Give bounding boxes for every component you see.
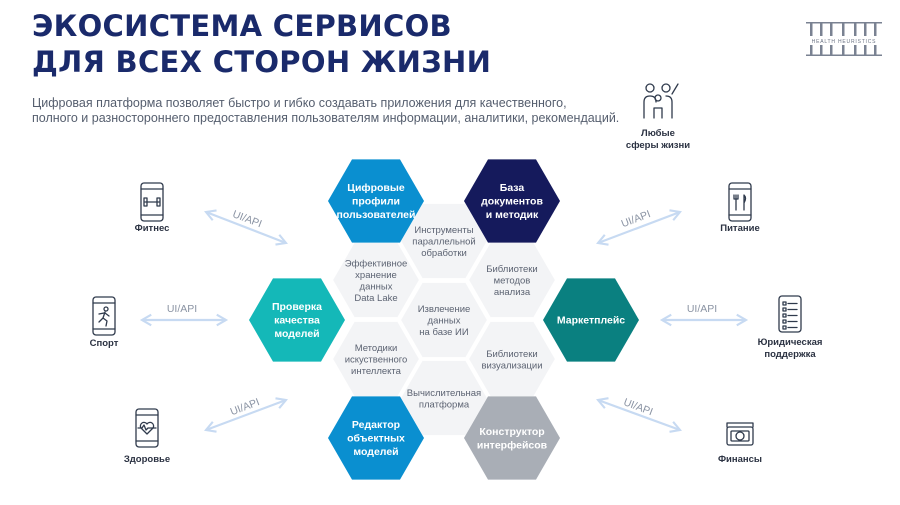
connector-food: UI/API: [596, 208, 682, 246]
health-heuristics-logo: HEALTH HEURISTICS: [806, 22, 882, 62]
sphere-sport[interactable]: Спорт: [90, 296, 119, 349]
logo-text: HEALTH HEURISTICS: [811, 39, 877, 45]
connector-fitness: UI/API: [204, 208, 288, 246]
connector-finance: UI/API: [596, 396, 682, 433]
page-subtitle: Цифровая платформа позволяет быстро и ги…: [32, 96, 619, 126]
sphere-label: Фитнес: [135, 223, 170, 234]
sphere-food[interactable]: Питание: [720, 182, 760, 234]
page-title: ЭКОСИСТЕМА СЕРВИСОВ ДЛЯ ВСЕХ СТОРОН ЖИЗН…: [32, 8, 491, 80]
phone-runner-icon: [92, 296, 116, 336]
ui-api-label: UI/API: [620, 208, 653, 230]
connector-sport: UI/API: [139, 303, 229, 327]
sphere-label: Питание: [720, 223, 759, 234]
double-arrow-icon: [204, 209, 288, 246]
service-hex-marketplace[interactable]: Маркетплейс: [543, 278, 639, 362]
connector-layer: UI/API UI/API UI/API UI/API UI/API UI/API: [139, 208, 749, 433]
service-hex-label: Маркетплейс: [557, 315, 625, 327]
banknote-icon: [726, 422, 754, 446]
title-line-1: ЭКОСИСТЕМА СЕРВИСОВ: [32, 9, 452, 43]
phone-dumbbell-icon: [140, 182, 164, 222]
sphere-label: Здоровье: [124, 454, 170, 465]
document-list-icon: [778, 295, 802, 333]
subtitle-line-2: полного и разностороннего предоставления…: [32, 111, 620, 125]
phone-heart-icon: [135, 408, 159, 448]
connector-health: UI/API: [204, 396, 288, 433]
title-line-2: ДЛЯ ВСЕХ СТОРОН ЖИЗНИ: [32, 45, 492, 79]
double-arrow-icon: [596, 397, 682, 433]
sphere-health[interactable]: Здоровье: [124, 408, 170, 465]
ui-api-label: UI/API: [687, 303, 717, 315]
sphere-label: Спорт: [90, 338, 119, 349]
family-icon: [643, 83, 679, 119]
connector-legal: UI/API: [659, 303, 749, 327]
double-arrow-icon: [204, 397, 288, 433]
subtitle-line-1: Цифровая платформа позволяет быстро и ги…: [32, 96, 567, 110]
logo-mark-icon: [806, 22, 882, 56]
ui-api-label: UI/API: [167, 303, 197, 315]
sphere-finance[interactable]: Финансы: [718, 422, 762, 465]
sphere-fitness[interactable]: Фитнес: [135, 182, 170, 234]
phone-cutlery-icon: [728, 182, 752, 222]
sphere-label: Финансы: [718, 454, 762, 465]
double-arrow-icon: [596, 209, 682, 246]
